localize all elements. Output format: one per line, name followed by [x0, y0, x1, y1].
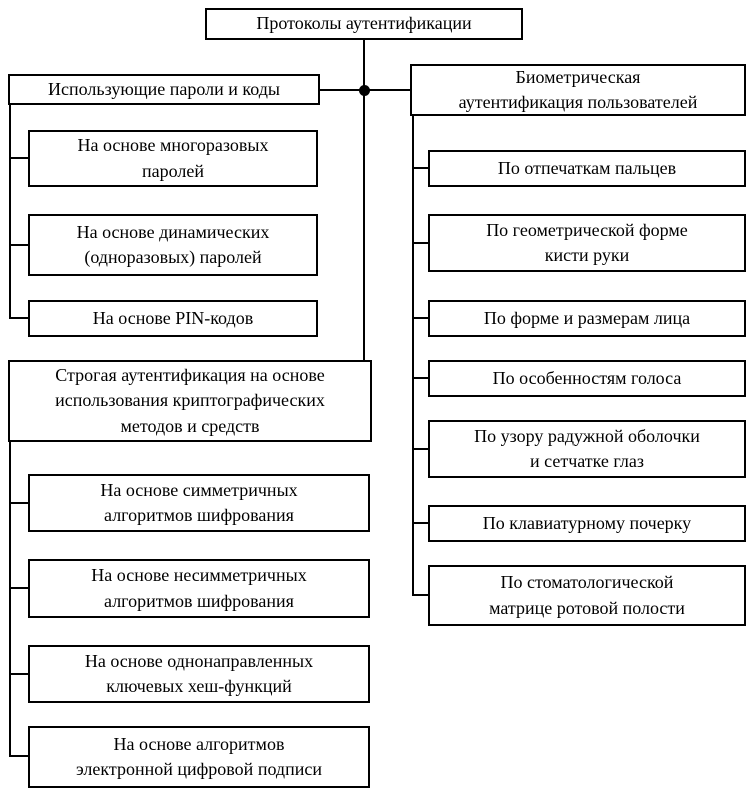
- connector-left2-stub-2: [9, 587, 28, 589]
- node-asymmetric-algorithms: На основе несимметричных алгоритмов шифр…: [28, 559, 370, 618]
- connector-left-spine-2: [9, 441, 11, 757]
- connector-root-vertical: [363, 39, 365, 360]
- node-iris-retina: По узору радужной оболочки и сетчатке гл…: [428, 420, 746, 478]
- connector-left2-stub-4: [9, 755, 28, 757]
- connector-left2-stub-1: [9, 502, 28, 504]
- node-digital-signature-algorithms: На основе алгоритмов электронной цифрово…: [28, 726, 370, 788]
- connector-left1-stub-3: [9, 317, 28, 319]
- connector-right-stub-2: [412, 242, 428, 244]
- node-strict-crypto-group: Строгая аутентификация на основе использ…: [8, 360, 372, 442]
- connector-right-stub-3: [412, 317, 428, 319]
- connector-right-stub-6: [412, 522, 428, 524]
- connector-left1-stub-2: [9, 244, 28, 246]
- connector-left-spine-1: [9, 104, 11, 319]
- connector-right-stub-1: [412, 167, 428, 169]
- node-keyboard-handwriting: По клавиатурному почерку: [428, 505, 746, 542]
- connector-right-stub-7: [412, 594, 428, 596]
- connector-right-spine: [412, 115, 414, 596]
- node-symmetric-algorithms: На основе симметричных алгоритмов шифров…: [28, 474, 370, 532]
- node-one-time-passwords: На основе динамических (одноразовых) пар…: [28, 214, 318, 276]
- node-pin-codes: На основе PIN-кодов: [28, 300, 318, 337]
- connector-left2-stub-3: [9, 673, 28, 675]
- node-face-shape: По форме и размерам лица: [428, 300, 746, 337]
- node-fingerprints: По отпечаткам пальцев: [428, 150, 746, 187]
- node-dental-matrix: По стоматологической матрице ротовой пол…: [428, 565, 746, 626]
- node-biometric-group: Биометрическая аутентификация пользовате…: [410, 64, 746, 116]
- node-reusable-passwords: На основе многоразовых паролей: [28, 130, 318, 187]
- connector-junction-dot: [359, 85, 370, 96]
- connector-right-stub-5: [412, 448, 428, 450]
- connector-right-stub-4: [412, 377, 428, 379]
- node-hand-geometry: По геометрической форме кисти руки: [428, 214, 746, 272]
- connector-left1-stub-1: [9, 157, 28, 159]
- node-protocols-root: Протоколы аутентификации: [205, 8, 523, 40]
- node-one-way-hash-functions: На основе однонаправленных ключевых хеш-…: [28, 645, 370, 703]
- node-voice-features: По особенностям голоса: [428, 360, 746, 397]
- node-passwords-codes-group: Использующие пароли и коды: [8, 74, 320, 105]
